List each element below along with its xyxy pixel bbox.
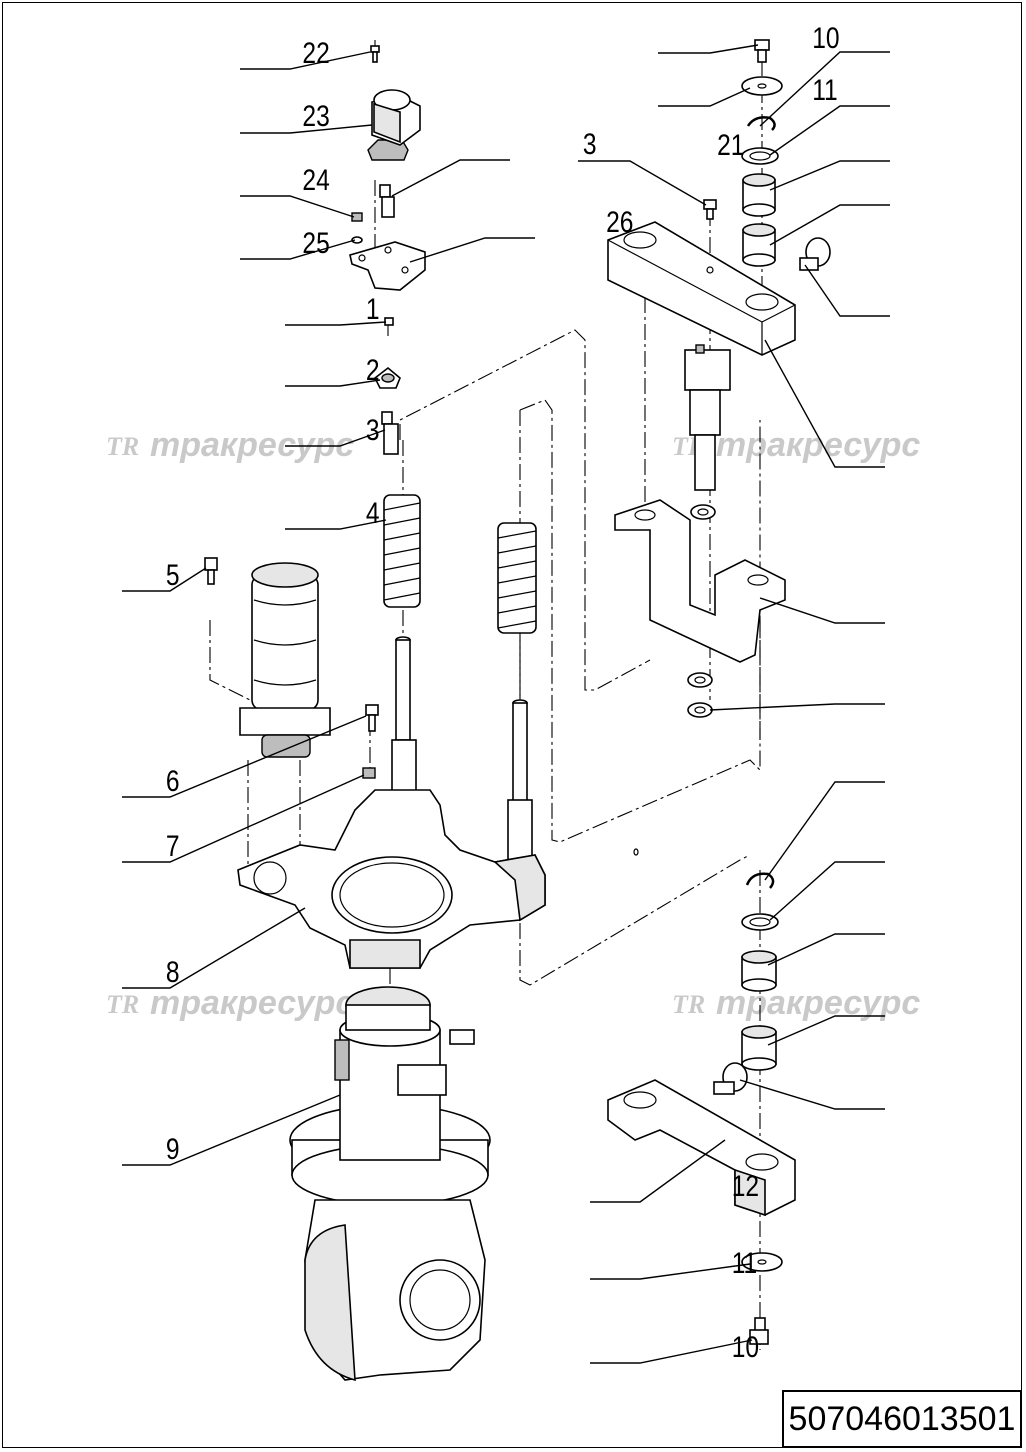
watermark-left-top: TR тракресурс — [106, 426, 354, 464]
part-2-flange — [373, 366, 401, 389]
part-4-spring-right — [497, 522, 537, 634]
motor-cylinder — [239, 562, 331, 758]
callout-11-lower: 11 — [732, 1246, 758, 1280]
callout-24: 24 — [302, 163, 329, 197]
watermark-left-bottom: TR тракресурс — [106, 984, 354, 1022]
reference-dot — [633, 848, 639, 856]
callout-9: 9 — [166, 1132, 180, 1166]
part-4-spring-left — [383, 494, 421, 608]
callout-3-upper: 3 — [583, 127, 597, 161]
part-21-screw — [703, 199, 717, 220]
part-14-bushing-upper — [742, 223, 776, 267]
part-10-screw-lower — [749, 1317, 769, 1345]
callout-3-lower: 3 — [366, 413, 380, 447]
part-18-nut-middle — [687, 672, 713, 688]
document-number: 507046013501 — [782, 1390, 1022, 1448]
part-6-screw — [365, 704, 379, 732]
part-14-bushing-lower — [741, 1025, 777, 1071]
part-20-beam — [607, 221, 796, 356]
part-17-ring-upper — [746, 116, 776, 131]
part-18-nut-upper — [690, 504, 716, 520]
callout-8: 8 — [166, 955, 180, 989]
callouts: 22 23 24 25 3 26 1 2 3 4 5 6 7 — [122, 21, 890, 1364]
callout-23: 23 — [302, 99, 329, 133]
part-15-bushing-lower — [741, 950, 777, 992]
part-12-lower-beam — [607, 1079, 796, 1217]
part-25-washer — [351, 236, 363, 244]
guide-column-right — [507, 699, 533, 871]
callout-10-upper: 10 — [812, 21, 839, 55]
part-16-washer-upper — [741, 147, 779, 165]
callout-4: 4 — [366, 496, 380, 530]
part-13-pin-upper — [799, 237, 831, 271]
sensor-shaft — [684, 344, 731, 491]
callout-2: 2 — [366, 353, 380, 387]
part-23-encoder — [367, 89, 421, 161]
callout-25: 25 — [302, 226, 329, 260]
part-1-screw — [384, 317, 394, 326]
callout-11-upper: 11 — [812, 73, 838, 107]
part-19-bracket — [614, 499, 786, 663]
part-18-nut-lower — [687, 702, 713, 718]
part-7-nut — [362, 767, 376, 779]
svg-text:TR: TR — [672, 990, 705, 1019]
svg-text:тракресурс: тракресурс — [150, 426, 354, 464]
part-3-pin-lower — [381, 411, 399, 455]
part-13-pin-lower — [713, 1062, 748, 1095]
part-5-screw — [204, 557, 218, 585]
part-16-washer-lower — [741, 913, 779, 931]
part-26-bracket — [349, 241, 426, 291]
part-22-screw — [370, 45, 380, 63]
part-3-pin-upper — [379, 184, 395, 218]
svg-text:тракресурс: тракресурс — [150, 984, 354, 1022]
svg-text:TR: TR — [106, 990, 139, 1019]
callout-10-lower: 10 — [732, 1330, 759, 1364]
part-10-screw-upper — [754, 39, 770, 63]
part-11-washer-upper — [741, 76, 783, 96]
callout-1: 1 — [366, 292, 380, 326]
callout-21: 21 — [717, 128, 744, 162]
watermark-right-top: TR тракресурс — [672, 426, 920, 464]
callout-22: 22 — [302, 36, 329, 70]
callout-6: 6 — [166, 764, 180, 798]
watermark-right-bottom: TR тракресурс — [672, 984, 920, 1022]
callout-12: 12 — [732, 1169, 759, 1203]
part-9-drive-unit — [289, 986, 491, 1382]
callout-5: 5 — [166, 558, 180, 592]
part-8-frame — [237, 789, 546, 969]
svg-text:TR: TR — [106, 432, 139, 461]
callout-26: 26 — [606, 205, 633, 239]
part-11-washer-lower — [741, 1252, 783, 1272]
part-17-ring-lower — [745, 872, 775, 889]
part-15-bushing-upper — [742, 173, 776, 217]
svg-text:тракресурс: тракресурс — [716, 426, 920, 464]
callout-7: 7 — [166, 829, 180, 863]
